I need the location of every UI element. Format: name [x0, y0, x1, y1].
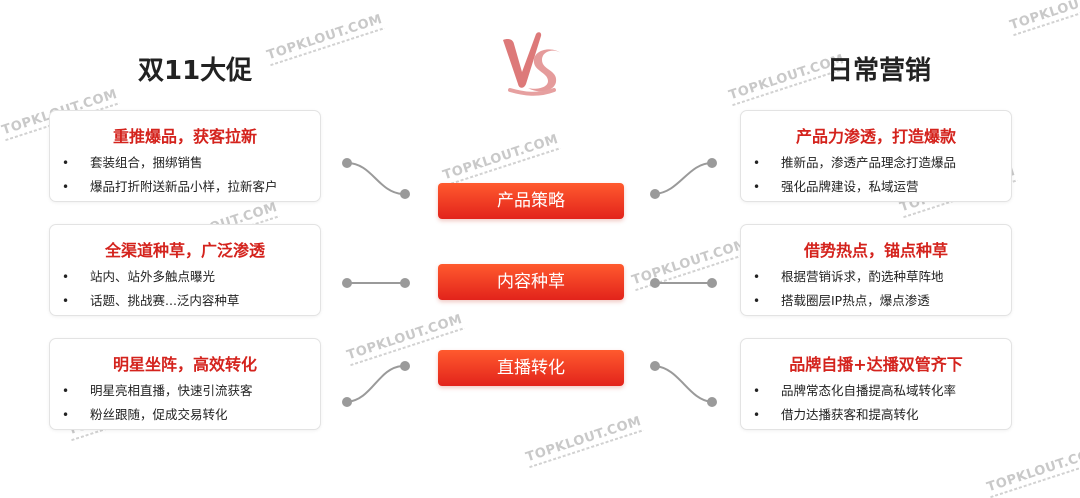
- connector-dot: [707, 397, 717, 407]
- list-item: 借力达播获客和提高转化: [753, 403, 1005, 427]
- right-card-2: 借势热点，锚点种草 根据营销诉求，酌选种草阵地 搭载圈层IP热点，爆点渗透: [740, 224, 1012, 316]
- card-list: 推新品，渗透产品理念打造爆品 强化品牌建设，私域运营: [753, 151, 1005, 199]
- connector-dot: [342, 397, 352, 407]
- card-title: 借势热点，锚点种草: [803, 241, 948, 260]
- card-title: 重推爆品，获客拉新: [112, 127, 257, 146]
- list-item: 粉丝跟随，促成交易转化: [62, 403, 314, 427]
- card-title: 明星坐阵，高效转化: [112, 355, 257, 374]
- card-title: 全渠道种草，广泛渗透: [104, 241, 265, 260]
- connector-dot: [400, 361, 410, 371]
- connector-lines: [342, 158, 717, 407]
- list-item: 套装组合，捆绑销售: [62, 151, 314, 175]
- card-list: 根据营销诉求，酌选种草阵地 搭载圈层IP热点，爆点渗透: [753, 265, 1005, 313]
- vs-logo: [503, 32, 562, 96]
- list-item: 明星亮相直播，快速引流获客: [62, 379, 314, 403]
- connector-dot: [342, 278, 352, 288]
- list-item: 搭载圈层IP热点，爆点渗透: [753, 289, 1005, 313]
- card-list: 套装组合，捆绑销售 爆品打折附送新品小样，拉新客户: [62, 151, 314, 199]
- pill-product-strategy: 产品策略: [438, 183, 624, 219]
- connector-left-1: [346, 162, 403, 195]
- connector-dot: [342, 158, 352, 168]
- card-list: 明星亮相直播，快速引流获客 粉丝跟随，促成交易转化: [62, 379, 314, 427]
- connector-dot: [707, 278, 717, 288]
- connector-left-3: [346, 365, 403, 403]
- connector-dot: [650, 361, 660, 371]
- list-item: 品牌常态化自播提高私域转化率: [753, 379, 1005, 403]
- card-list: 品牌常态化自播提高私域转化率 借力达播获客和提高转化: [753, 379, 1005, 427]
- pill-content-seeding: 内容种草: [438, 264, 624, 300]
- card-title: 品牌自播+达播双管齐下: [789, 355, 963, 374]
- connector-dot: [650, 189, 660, 199]
- left-column-title: 双11大促: [138, 56, 253, 86]
- list-item: 强化品牌建设，私域运营: [753, 175, 1005, 199]
- list-item: 站内、站外多触点曝光: [62, 265, 314, 289]
- list-item: 推新品，渗透产品理念打造爆品: [753, 151, 1005, 175]
- right-card-1: 产品力渗透，打造爆款 推新品，渗透产品理念打造爆品 强化品牌建设，私域运营: [740, 110, 1012, 202]
- card-title: 产品力渗透，打造爆款: [795, 127, 956, 146]
- pill-livestream-conversion: 直播转化: [438, 350, 624, 386]
- connector-dot: [650, 278, 660, 288]
- left-card-3: 明星坐阵，高效转化 明星亮相直播，快速引流获客 粉丝跟随，促成交易转化: [49, 338, 321, 430]
- list-item: 根据营销诉求，酌选种草阵地: [753, 265, 1005, 289]
- right-column-title: 日常营销: [827, 56, 932, 86]
- right-card-3: 品牌自播+达播双管齐下 品牌常态化自播提高私域转化率 借力达播获客和提高转化: [740, 338, 1012, 430]
- card-list: 站内、站外多触点曝光 话题、挑战赛...泛内容种草: [62, 265, 314, 313]
- connector-dot: [400, 278, 410, 288]
- list-item: 爆品打折附送新品小样，拉新客户: [62, 175, 314, 199]
- left-card-2: 全渠道种草，广泛渗透 站内、站外多触点曝光 话题、挑战赛...泛内容种草: [49, 224, 321, 316]
- connector-right-1: [654, 162, 713, 195]
- connector-dot: [707, 158, 717, 168]
- left-card-1: 重推爆品，获客拉新 套装组合，捆绑销售 爆品打折附送新品小样，拉新客户: [49, 110, 321, 202]
- list-item: 话题、挑战赛...泛内容种草: [62, 289, 314, 313]
- connector-right-3: [654, 365, 713, 403]
- connector-dot: [400, 189, 410, 199]
